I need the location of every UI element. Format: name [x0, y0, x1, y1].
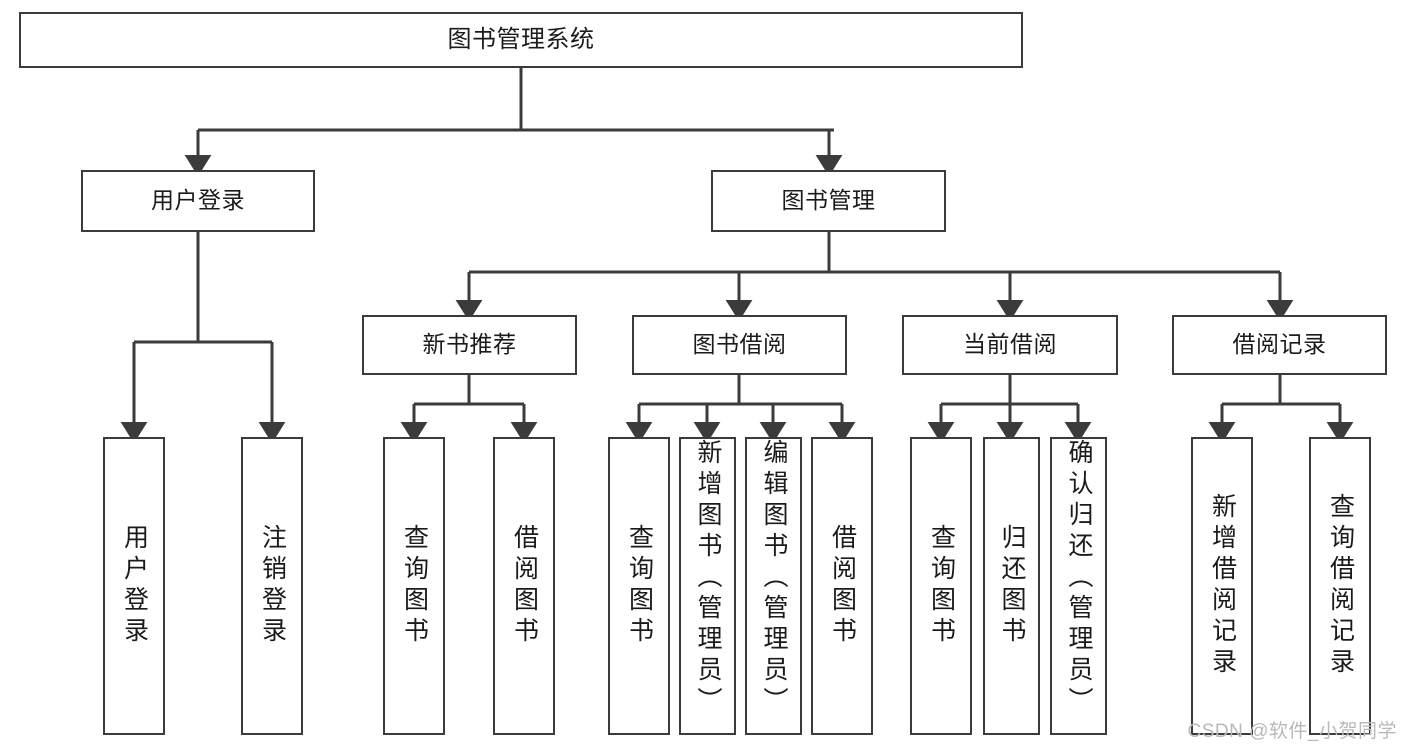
leaf-book-borrow-edit-book-admin[interactable]: 编辑图书（管理员）: [745, 437, 802, 735]
leaf-current-borrow-query-book[interactable]: 查询图书: [910, 437, 972, 735]
leaf-new-book-query-book-label: 查询图书: [400, 524, 429, 648]
leaf-book-borrow-add-book-admin-label: 新增图书（管理员）: [694, 439, 722, 718]
leaf-new-book-query-book[interactable]: 查询图书: [383, 437, 445, 735]
leaf-user-login-login[interactable]: 用户登录: [103, 437, 165, 735]
leaf-book-borrow-edit-book-admin-label: 编辑图书（管理员）: [760, 439, 788, 718]
leaf-user-login-logout[interactable]: 注销登录: [241, 437, 303, 735]
node-root-system-label: 图书管理系统: [447, 25, 595, 53]
leaf-borrow-records-add-record[interactable]: 新增借阅记录: [1191, 437, 1253, 735]
watermark-text: CSDN @软件_小贺同学: [1187, 721, 1397, 742]
leaf-user-login-login-label: 用户登录: [120, 524, 149, 648]
leaf-book-borrow-query-book-label: 查询图书: [625, 524, 654, 648]
node-current-borrow[interactable]: 当前借阅: [902, 315, 1118, 375]
node-user-login-label: 用户登录: [151, 187, 245, 214]
leaf-book-borrow-add-book-admin[interactable]: 新增图书（管理员）: [679, 437, 736, 735]
leaf-borrow-records-add-record-label: 新增借阅记录: [1208, 493, 1237, 679]
node-new-book-recommend[interactable]: 新书推荐: [362, 315, 577, 375]
leaf-borrow-records-query-record-label: 查询借阅记录: [1326, 493, 1355, 679]
node-user-login[interactable]: 用户登录: [81, 170, 315, 232]
node-root-system[interactable]: 图书管理系统: [19, 12, 1023, 68]
node-book-borrow[interactable]: 图书借阅: [632, 315, 847, 375]
leaf-current-borrow-query-book-label: 查询图书: [927, 524, 956, 648]
leaf-book-borrow-query-book[interactable]: 查询图书: [608, 437, 670, 735]
node-new-book-recommend-label: 新书推荐: [422, 331, 517, 358]
leaf-current-borrow-confirm-return-admin[interactable]: 确认归还（管理员）: [1050, 437, 1107, 735]
node-borrow-records[interactable]: 借阅记录: [1172, 315, 1387, 375]
node-book-management[interactable]: 图书管理: [711, 170, 946, 232]
node-book-borrow-label: 图书借阅: [692, 331, 787, 358]
leaf-user-login-logout-label: 注销登录: [258, 524, 287, 648]
leaf-new-book-borrow-book-label: 借阅图书: [510, 524, 539, 648]
leaf-current-borrow-return-book[interactable]: 归还图书: [983, 437, 1040, 735]
leaf-borrow-records-query-record[interactable]: 查询借阅记录: [1309, 437, 1371, 735]
node-book-management-label: 图书管理: [781, 187, 876, 214]
leaf-book-borrow-borrow-book[interactable]: 借阅图书: [811, 437, 873, 735]
leaf-current-borrow-confirm-return-admin-label: 确认归还（管理员）: [1065, 439, 1093, 718]
leaf-book-borrow-borrow-book-label: 借阅图书: [828, 524, 857, 648]
leaf-current-borrow-return-book-label: 归还图书: [998, 524, 1026, 648]
node-borrow-records-label: 借阅记录: [1232, 331, 1327, 358]
node-current-borrow-label: 当前借阅: [963, 331, 1057, 358]
leaf-new-book-borrow-book[interactable]: 借阅图书: [493, 437, 555, 735]
